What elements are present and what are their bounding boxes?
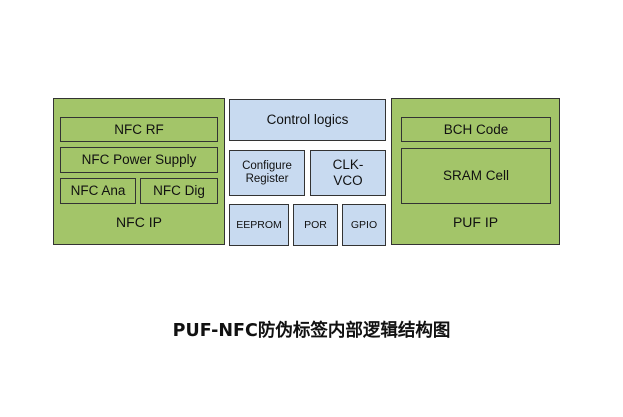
eeprom-block: EEPROM <box>229 204 289 246</box>
clk-vco-label: CLK- VCO <box>332 157 364 188</box>
por-block: POR <box>293 204 338 246</box>
control-logics-block: Control logics <box>229 99 386 141</box>
configure-register-block: Configure Register <box>229 150 305 196</box>
nfc-rf-label: NFC RF <box>114 121 164 137</box>
nfc-ana-label: NFC Ana <box>70 183 126 199</box>
clk-vco-block: CLK- VCO <box>310 150 386 196</box>
control-logics-label: Control logics <box>266 112 349 128</box>
gpio-label: GPIO <box>350 218 378 231</box>
nfc-power-supply-block: NFC Power Supply <box>60 147 218 173</box>
nfc-rf-block: NFC RF <box>60 117 218 142</box>
nfc-dig-block: NFC Dig <box>140 178 218 204</box>
gpio-block: GPIO <box>342 204 386 246</box>
configure-register-label: Configure Register <box>242 159 292 185</box>
bch-code-block: BCH Code <box>401 117 551 142</box>
bch-code-label: BCH Code <box>443 121 509 137</box>
sram-cell-block: SRAM Cell <box>401 148 551 204</box>
por-label: POR <box>304 218 327 231</box>
puf-ip-label: PUF IP <box>452 214 499 230</box>
nfc-ip-label: NFC IP <box>116 214 162 230</box>
nfc-ana-block: NFC Ana <box>60 178 136 204</box>
diagram-caption: PUF-NFC防伪标签内部逻辑结构图 <box>172 321 451 341</box>
nfc-power-supply-label: NFC Power Supply <box>81 152 197 168</box>
eeprom-label: EEPROM <box>236 218 282 231</box>
nfc-dig-label: NFC Dig <box>153 183 205 199</box>
sram-cell-label: SRAM Cell <box>442 168 509 184</box>
